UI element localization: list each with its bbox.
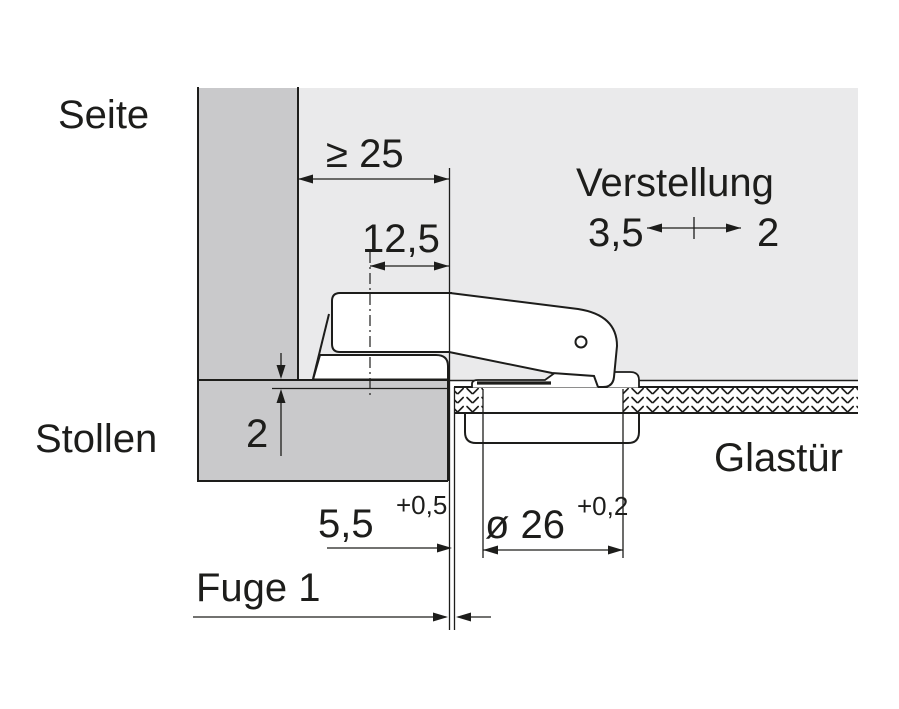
glass-door-label: Glastür bbox=[714, 436, 843, 480]
arrowhead-left-icon bbox=[456, 612, 471, 622]
min-side-depth-value: ≥ 25 bbox=[326, 132, 404, 176]
side-panel bbox=[198, 88, 298, 380]
arrowhead-right-icon bbox=[433, 612, 448, 622]
arrowhead-right-icon bbox=[434, 174, 449, 184]
hinge-cup-body bbox=[464, 413, 640, 444]
adjustment-label: Verstellung bbox=[576, 161, 774, 205]
stile-label: Stollen bbox=[35, 417, 157, 461]
dimension-min-side-depth: ≥ 25 bbox=[298, 132, 449, 184]
adjustment-annotation: Verstellung 3,5 2 bbox=[576, 161, 779, 255]
glass-door-section bbox=[454, 386, 858, 414]
arrowhead-left-icon bbox=[298, 174, 313, 184]
adjustment-minus-value: 3,5 bbox=[588, 211, 644, 255]
side-panel-label: Seite bbox=[58, 93, 149, 137]
arrowhead-right-icon bbox=[434, 261, 449, 271]
dimension-front-gap: 2 bbox=[246, 353, 286, 456]
arrowhead-right-icon bbox=[437, 543, 452, 553]
bore-diameter-value: ø 26 bbox=[485, 503, 565, 547]
dimension-edge-distance: 5,5 +0,5 bbox=[318, 490, 452, 553]
joint-gap-label: Fuge 1 bbox=[196, 566, 321, 610]
stile-panel bbox=[198, 380, 448, 481]
edge-distance-tolerance: +0,5 bbox=[396, 490, 447, 520]
edge-distance-value: 5,5 bbox=[318, 502, 374, 546]
hinge-mounting-plate bbox=[311, 292, 452, 381]
dimension-bore-diameter: ø 26 +0,2 bbox=[483, 491, 628, 555]
dimension-joint-gap: Fuge 1 bbox=[193, 566, 491, 622]
arrowhead-up-icon bbox=[276, 389, 286, 403]
arrowhead-right-icon bbox=[608, 545, 623, 555]
mounting-distance-value: 12,5 bbox=[362, 217, 440, 261]
bore-diameter-tolerance: +0,2 bbox=[577, 491, 628, 521]
front-gap-value: 2 bbox=[246, 412, 268, 456]
extension-lines bbox=[448, 168, 624, 630]
adjustment-plus-value: 2 bbox=[757, 211, 779, 255]
arrowhead-left-icon bbox=[483, 545, 498, 555]
arm-screw-hole bbox=[574, 335, 588, 349]
arrowhead-left-icon bbox=[647, 223, 662, 233]
arrowhead-right-icon bbox=[726, 223, 741, 233]
dimension-mounting-distance: 12,5 bbox=[362, 217, 449, 271]
arrowhead-down-icon bbox=[276, 365, 286, 379]
arrowhead-left-icon bbox=[370, 261, 385, 271]
hinge-arm bbox=[448, 292, 619, 388]
